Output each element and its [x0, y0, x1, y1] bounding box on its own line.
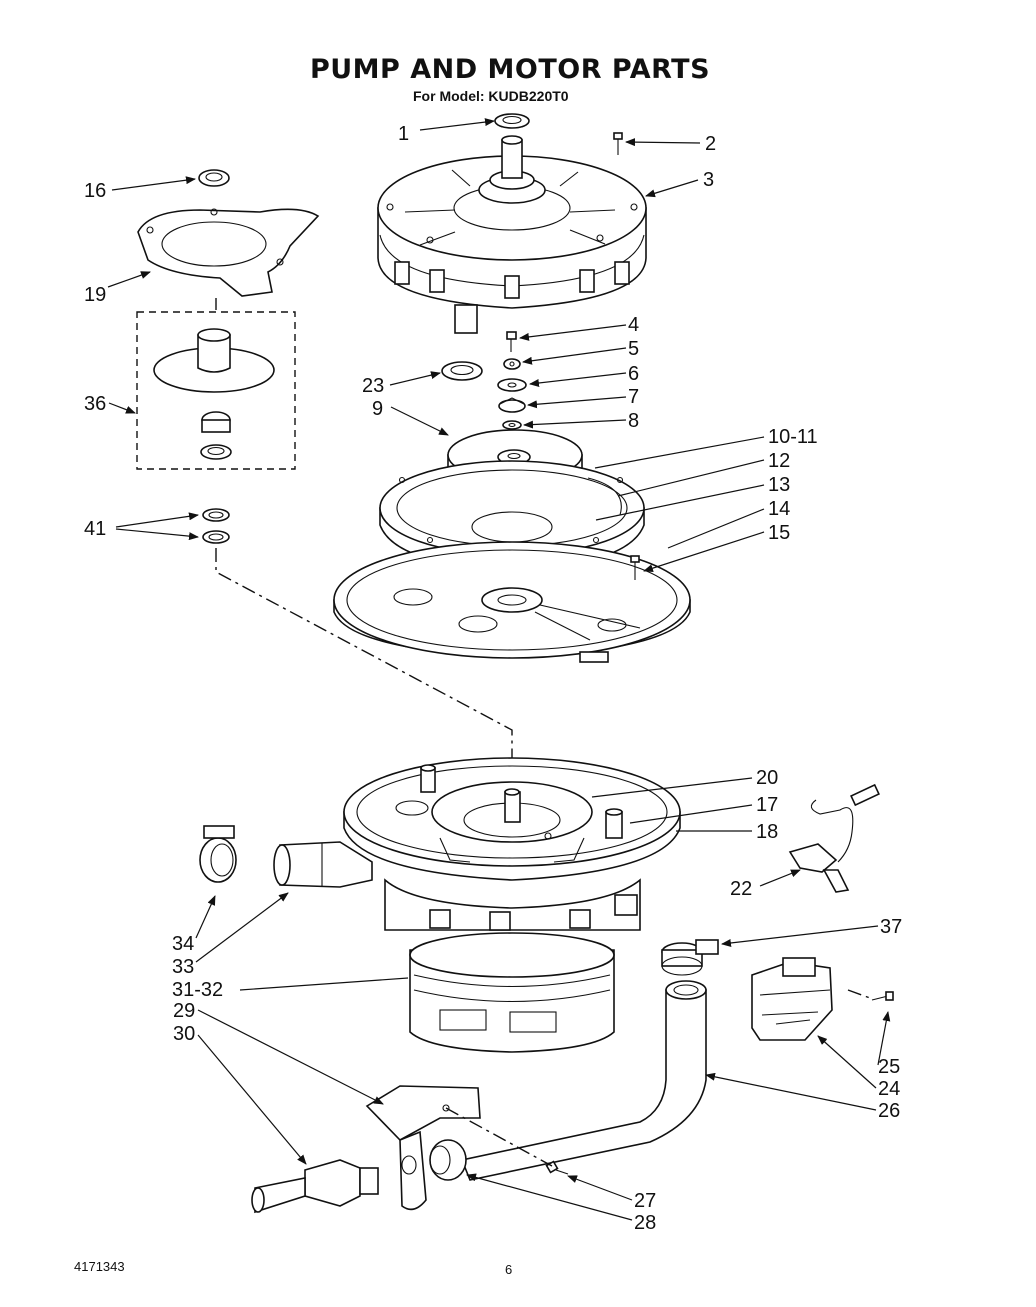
part-33-inlet-tube — [273, 841, 373, 888]
part-37-clamp — [661, 939, 719, 976]
part-3-motor-housing — [377, 135, 647, 334]
part-1-washer — [494, 113, 530, 129]
part-22-thermostat — [788, 783, 880, 893]
callout-7: 7 — [628, 386, 639, 408]
part-25-screw — [871, 991, 894, 1001]
part-19-gasket — [137, 208, 320, 297]
callout-27: 27 — [634, 1190, 656, 1212]
callout-28: 28 — [634, 1212, 656, 1234]
callout-22: 22 — [730, 878, 752, 900]
callout-labels: 1 2 3 4 5 6 7 8 9 10-11 12 13 14 15 16 1… — [84, 123, 902, 1234]
callout-29: 29 — [173, 1000, 195, 1022]
callout-10-11: 10-11 — [768, 426, 818, 448]
callout-20: 20 — [756, 767, 778, 789]
callout-25: 25 — [878, 1056, 900, 1078]
part-18-pump-base — [343, 757, 681, 881]
part-14-lower-plate — [333, 541, 691, 663]
callout-1: 1 — [398, 123, 409, 145]
part-31-32-motor — [384, 878, 641, 1053]
callout-31-32: 31-32 — [172, 979, 223, 1001]
part-16-seal — [198, 169, 230, 187]
part-30-fitting — [251, 1159, 379, 1214]
callout-41: 41 — [84, 518, 106, 540]
part-41-o-rings — [202, 508, 230, 544]
callout-19: 19 — [84, 284, 106, 306]
part-4-screw — [506, 331, 517, 352]
callout-26: 26 — [878, 1100, 900, 1122]
callout-17: 17 — [756, 794, 778, 816]
document-part-number: 4171343 — [74, 1259, 125, 1274]
leader-lines — [107, 118, 891, 1221]
part-27-screw — [545, 1160, 569, 1175]
callout-24: 24 — [878, 1078, 900, 1100]
callout-9: 9 — [372, 398, 383, 420]
diagram-title: PUMP AND MOTOR PARTS — [309, 54, 711, 85]
part-29-bracket — [365, 1085, 481, 1211]
part-36-seal-assembly — [136, 311, 296, 470]
callout-12: 12 — [768, 450, 790, 472]
callout-18: 18 — [756, 821, 778, 843]
part-26-drain-hose — [460, 980, 707, 1181]
callout-15: 15 — [768, 522, 790, 544]
callout-13: 13 — [768, 474, 790, 496]
callout-23: 23 — [362, 375, 384, 397]
callout-16: 16 — [84, 180, 106, 202]
part-28-check-valve — [429, 1139, 467, 1181]
callout-6: 6 — [628, 363, 639, 385]
callout-37: 37 — [880, 916, 902, 938]
part-15-screw — [630, 555, 640, 580]
callout-2: 2 — [705, 133, 716, 155]
part-8-washer — [502, 420, 522, 430]
model-subtitle: For Model: KUDB220T0 — [413, 88, 569, 104]
callout-33: 33 — [172, 956, 194, 978]
callout-5: 5 — [628, 338, 639, 360]
callout-4: 4 — [628, 314, 639, 336]
part-6-washer — [497, 378, 527, 392]
part-2-screw — [613, 132, 623, 155]
part-5-nut — [503, 358, 521, 370]
callout-36: 36 — [84, 393, 106, 415]
callout-8: 8 — [628, 410, 639, 432]
callout-30: 30 — [173, 1023, 195, 1045]
part-23-seal — [441, 361, 483, 381]
callout-3: 3 — [703, 169, 714, 191]
page-number: 6 — [505, 1262, 513, 1277]
part-24-switch — [751, 957, 833, 1041]
part-7-retainer — [498, 397, 526, 413]
part-20-17-impeller-housing — [431, 781, 593, 863]
parts-drawing — [136, 113, 894, 1214]
callout-34: 34 — [172, 933, 194, 955]
part-34-clamp — [199, 825, 237, 883]
callout-14: 14 — [768, 498, 790, 520]
